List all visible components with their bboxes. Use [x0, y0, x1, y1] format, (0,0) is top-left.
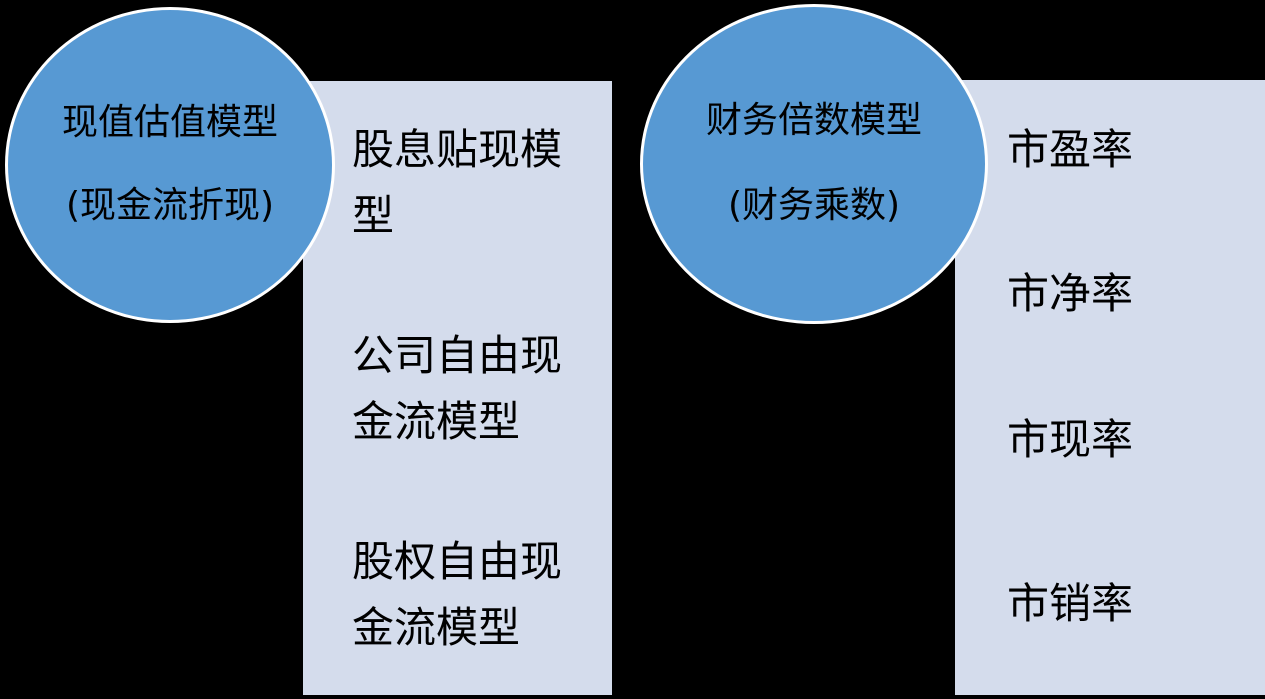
list-item-firm-free-cash-flow-model: 公司自由现 金流模型 — [352, 331, 563, 446]
circle-subtitle: (现金流折现) — [65, 185, 275, 226]
present-value-models-panel: 股息贴现模 型 公司自由现 金流模型 股权自由现 金流模型 — [303, 81, 612, 695]
list-item-ps-ratio: 市销率 — [1007, 579, 1134, 628]
financial-multiple-model-circle: 财务倍数模型 (财务乘数) — [640, 4, 988, 324]
list-item-pe-ratio: 市盈率 — [1007, 125, 1134, 174]
circle-subtitle: (财务乘数) — [727, 185, 901, 226]
present-value-model-circle: 现值估值模型 (现金流折现) — [5, 7, 335, 323]
financial-ratios-panel: 市盈率 市净率 市现率 市销率 — [955, 80, 1265, 695]
list-item-equity-free-cash-flow-model: 股权自由现 金流模型 — [352, 537, 563, 652]
circle-title: 财务倍数模型 — [705, 100, 922, 141]
list-item-pb-ratio: 市净率 — [1007, 269, 1134, 318]
circle-title: 现值估值模型 — [61, 102, 278, 143]
list-item-dividend-discount-model: 股息贴现模 型 — [352, 125, 563, 240]
list-item-pcf-ratio: 市现率 — [1007, 415, 1134, 464]
